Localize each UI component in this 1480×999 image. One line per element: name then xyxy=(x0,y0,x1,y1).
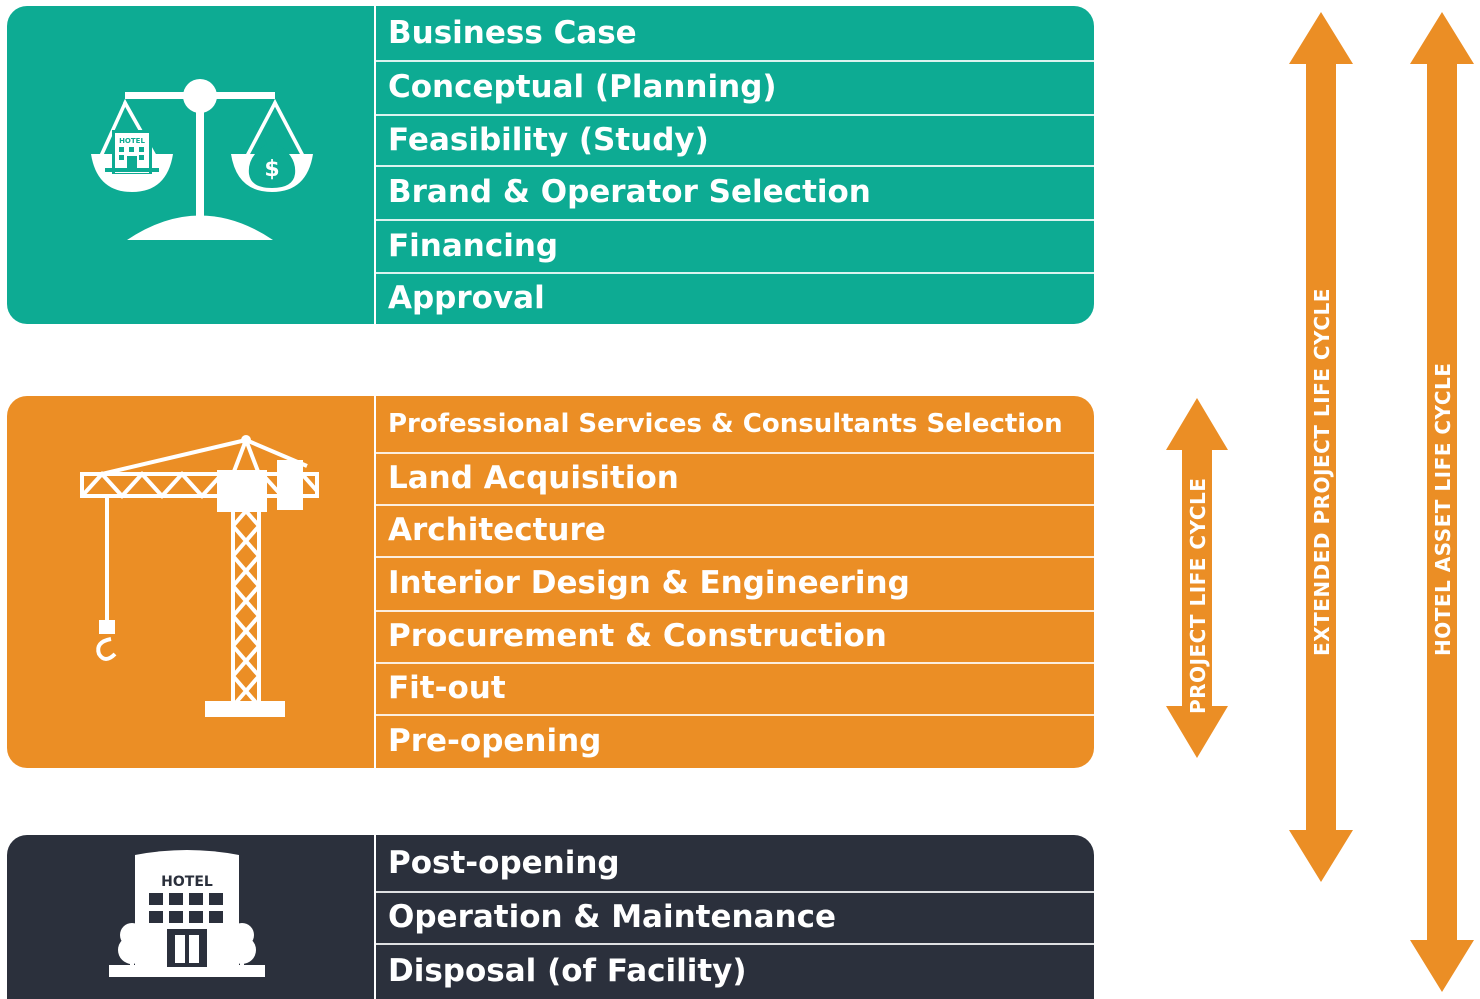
scale-hotel-money-icon: HOTEL $ xyxy=(91,79,313,240)
development-phase-block: Professional Services & Consultants Sele… xyxy=(7,396,1094,768)
row-divider xyxy=(376,452,1094,454)
row-divider xyxy=(376,219,1094,221)
operation-row-post-opening: Post-opening xyxy=(388,844,620,881)
development-row-professional-services: Professional Services & Consultants Sele… xyxy=(388,409,1063,439)
hotel-asset-life-cycle-label: HOTEL ASSET LIFE CYCLE xyxy=(1431,362,1455,656)
development-row-architecture: Architecture xyxy=(388,512,606,548)
planning-divider xyxy=(374,6,376,324)
planning-row-feasibility: Feasibility (Study) xyxy=(388,121,709,158)
planning-hotel-text: HOTEL xyxy=(119,137,145,145)
planning-row-conceptual: Conceptual (Planning) xyxy=(388,69,777,105)
development-rows: Professional Services & Consultants Sele… xyxy=(376,396,1094,768)
row-divider xyxy=(376,114,1094,116)
row-divider xyxy=(376,891,1094,893)
development-icon-area xyxy=(7,396,374,768)
extended-project-life-cycle-arrow: EXTENDED PROJECT LIFE CYCLE xyxy=(1289,12,1353,882)
operation-phase-block: HOTEL Post-opening Operation & Maintenan… xyxy=(7,835,1094,999)
hotel-building-icon: HOTEL xyxy=(109,850,265,977)
planning-row-approval: Approval xyxy=(388,280,545,316)
extended-project-life-cycle-label: EXTENDED PROJECT LIFE CYCLE xyxy=(1310,288,1334,656)
project-life-cycle-arrow: PROJECT LIFE CYCLE xyxy=(1166,398,1228,758)
hotel-asset-life-cycle-arrow: HOTEL ASSET LIFE CYCLE xyxy=(1410,12,1474,992)
row-divider xyxy=(376,504,1094,506)
operation-icon-area: HOTEL xyxy=(7,835,374,999)
svg-text:$: $ xyxy=(264,157,279,182)
development-divider xyxy=(374,396,376,768)
planning-row-business-case: Business Case xyxy=(388,14,637,51)
row-divider xyxy=(376,662,1094,664)
row-divider xyxy=(376,60,1094,62)
row-divider xyxy=(376,943,1094,945)
operation-hotel-text: HOTEL xyxy=(161,874,213,890)
development-row-pre-opening: Pre-opening xyxy=(388,723,602,759)
double-arrow-icon xyxy=(1289,12,1353,882)
double-arrow-icon xyxy=(1410,12,1474,992)
row-divider xyxy=(376,165,1094,167)
planning-icon-area: HOTEL $ xyxy=(7,6,374,324)
row-divider xyxy=(376,556,1094,558)
development-row-land-acquisition: Land Acquisition xyxy=(388,460,679,496)
operation-row-disposal: Disposal (of Facility) xyxy=(388,953,747,989)
double-arrow-icon xyxy=(1166,398,1228,758)
planning-row-brand-operator: Brand & Operator Selection xyxy=(388,174,871,210)
project-life-cycle-label: PROJECT LIFE CYCLE xyxy=(1186,477,1210,714)
operation-rows: Post-opening Operation & Maintenance Dis… xyxy=(376,835,1094,999)
development-row-procurement: Procurement & Construction xyxy=(388,618,887,654)
planning-row-financing: Financing xyxy=(388,227,559,264)
tower-crane-icon xyxy=(80,435,319,717)
operation-row-maintenance: Operation & Maintenance xyxy=(388,899,836,935)
row-divider xyxy=(376,610,1094,612)
row-divider xyxy=(376,714,1094,716)
planning-phase-block: HOTEL $ Business Case Conceptual (Planni… xyxy=(7,6,1094,324)
development-row-interior-design: Interior Design & Engineering xyxy=(388,565,910,601)
development-row-fit-out: Fit-out xyxy=(388,670,506,706)
row-divider xyxy=(376,272,1094,274)
operation-divider xyxy=(374,835,376,999)
planning-rows: Business Case Conceptual (Planning) Feas… xyxy=(376,6,1094,324)
